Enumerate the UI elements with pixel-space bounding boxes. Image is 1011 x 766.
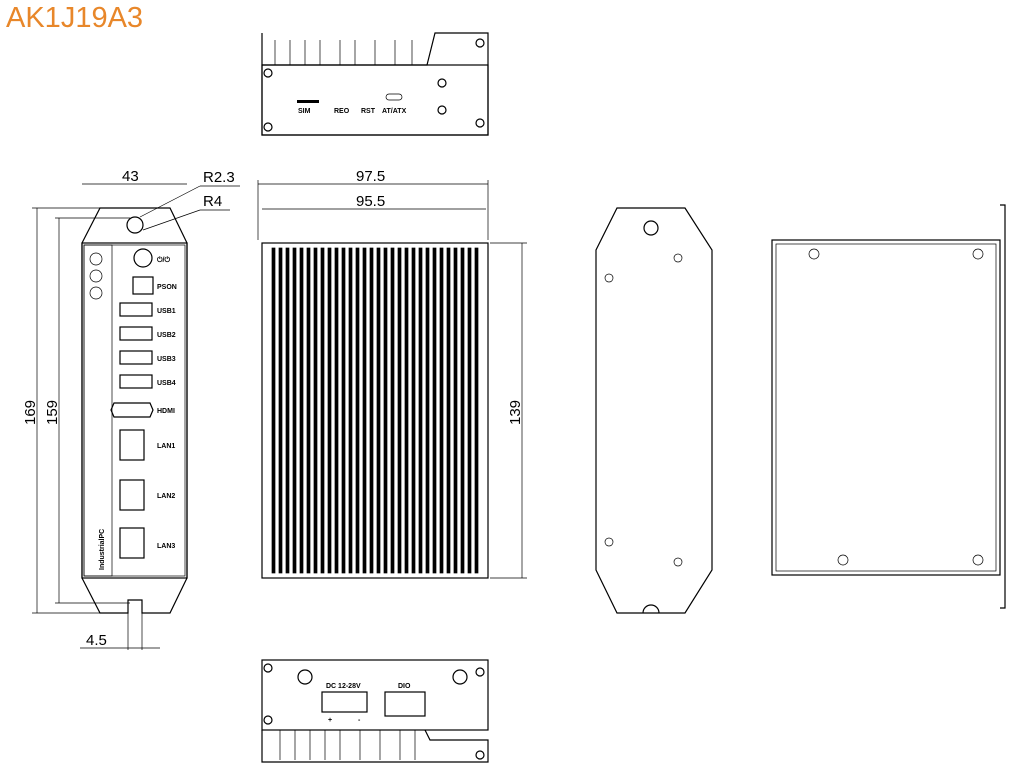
port-label-usb2: USB2 <box>157 332 176 339</box>
heatsink-fin <box>474 247 479 574</box>
heatsink-fin <box>432 247 437 574</box>
heatsink-fin <box>425 247 430 574</box>
heatsink-fin <box>278 247 283 574</box>
heatsink-fin <box>376 247 381 574</box>
heatsink-fin <box>334 247 339 574</box>
heatsink-fin <box>313 247 318 574</box>
bottom-label-dio: DIO <box>398 683 411 690</box>
port-label-power: ⏻/⏻ <box>157 256 170 264</box>
heatsink-fin <box>439 247 444 574</box>
dim-height-169: 169 <box>22 400 39 425</box>
heatsink-fin <box>292 247 297 574</box>
heatsink-fin <box>355 247 360 574</box>
dim-depth-97-5: 97.5 <box>356 168 385 185</box>
dim-height-139: 139 <box>507 400 524 425</box>
dim-slot-4-5: 4.5 <box>86 632 107 649</box>
dim-depth-95-5: 95.5 <box>356 193 385 210</box>
dim-height-159: 159 <box>44 400 61 425</box>
heatsink-fin <box>418 247 423 574</box>
dim-width-43: 43 <box>122 168 139 185</box>
heatsink-fin <box>453 247 458 574</box>
heatsink-fin <box>341 247 346 574</box>
port-label-pson: PSON <box>157 284 177 291</box>
heatsink-fin <box>320 247 325 574</box>
top-label-sim: SIM <box>298 108 311 115</box>
top-label-reo: REO <box>334 108 350 115</box>
bottom-label-minus: - <box>358 717 361 724</box>
heatsink-fin <box>285 247 290 574</box>
front-view: ⏻/⏻ PSON USB1 USB2 USB3 USB4 HDMI LAN1 L… <box>22 168 240 650</box>
heatsink-fin <box>467 247 472 574</box>
port-label-lan1: LAN1 <box>157 443 175 450</box>
heatsink-fin <box>362 247 367 574</box>
heatsink-fin <box>369 247 374 574</box>
heatsink-fin <box>327 247 332 574</box>
dim-r2-3: R2.3 <box>203 169 235 186</box>
heatsink-fin <box>397 247 402 574</box>
heatsink-fin <box>411 247 416 574</box>
bottom-view <box>771 204 1006 609</box>
bottom-label-plus: + <box>328 717 332 724</box>
heatsink-fin <box>460 247 465 574</box>
dim-r4: R4 <box>203 193 222 210</box>
heatsink-fin <box>404 247 409 574</box>
top-label-at-atx: AT/ATX <box>382 108 407 115</box>
heatsink-fin <box>348 247 353 574</box>
top-panel-view: SIM REO RST AT/ATX <box>261 32 489 136</box>
port-label-lan3: LAN3 <box>157 543 175 550</box>
heatsink-fin <box>271 247 276 574</box>
port-label-usb4: USB4 <box>157 380 176 387</box>
heatsink-fin <box>306 247 311 574</box>
top-label-rst: RST <box>361 108 376 115</box>
heatsink-fin <box>390 247 395 574</box>
port-label-usb3: USB3 <box>157 356 176 363</box>
port-label-usb1: USB1 <box>157 308 176 315</box>
side-heatsink-view: 97.5 95.5 139 <box>257 168 527 579</box>
model-title: AK1J19A3 <box>6 2 144 34</box>
heatsink-fin <box>383 247 388 574</box>
port-label-lan2: LAN2 <box>157 493 175 500</box>
heatsink-fin <box>299 247 304 574</box>
bottom-panel-view: DC 12-28V DIO + - <box>261 659 489 763</box>
port-label-hdmi: HDMI <box>157 408 175 415</box>
heatsink-fin <box>446 247 451 574</box>
front-brand: IndustrialPC <box>99 529 106 570</box>
mounting-bracket-view <box>595 207 713 614</box>
bottom-label-dc: DC 12-28V <box>326 683 361 690</box>
